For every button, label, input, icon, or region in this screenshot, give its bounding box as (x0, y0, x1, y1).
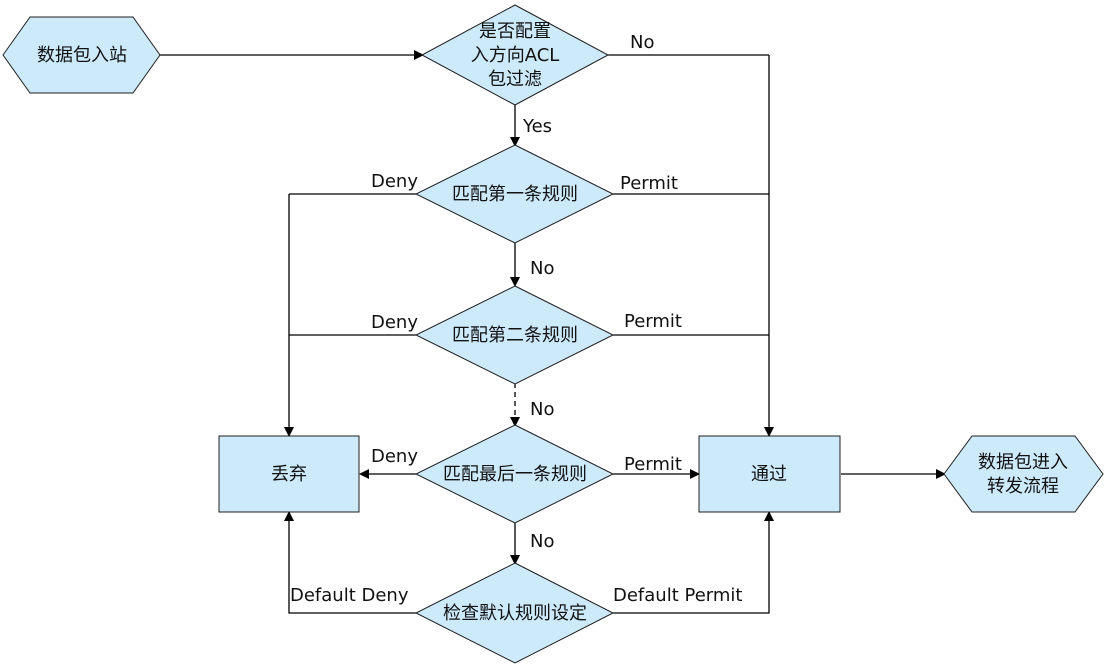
acl-config-label-line3: 包过滤 (488, 69, 542, 90)
forward-node (943, 435, 1104, 513)
rule2-deny-label: Deny (371, 312, 418, 333)
rule1-label: 匹配第一条规则 (452, 184, 578, 205)
pass-box (698, 435, 841, 513)
last-rule-label: 匹配最后一条规则 (443, 464, 587, 485)
rule2-decision (414, 285, 615, 385)
start-node (2, 16, 161, 94)
last-deny-label: Deny (371, 446, 418, 467)
default-deny-label: Default Deny (290, 585, 409, 606)
last-no-label: No (530, 531, 554, 552)
acl-config-label-line2: 入方向ACL (471, 45, 560, 66)
acl-config-decision (420, 4, 610, 106)
forward-label-line1: 数据包进入 (978, 452, 1068, 473)
default-rule-label: 检查默认规则设定 (443, 603, 587, 624)
drop-box (218, 435, 360, 513)
last-permit-label: Permit (624, 454, 682, 475)
default-rule-decision (414, 562, 615, 664)
acl-no-label: No (630, 32, 654, 53)
last-rule-decision (414, 424, 615, 524)
default-permit-arrow (613, 511, 774, 614)
start-node-label: 数据包入站 (37, 45, 127, 66)
default-permit-label: Default Permit (613, 585, 742, 606)
drop-label: 丢弃 (271, 464, 307, 485)
forward-label-line2: 转发流程 (987, 476, 1059, 497)
acl-config-label-line1: 是否配置 (479, 21, 551, 42)
acl-yes-label: Yes (522, 116, 552, 137)
default-deny-arrow (284, 511, 416, 614)
rule1-permit-label: Permit (620, 173, 678, 194)
rule2-no-label: No (530, 399, 554, 420)
rule1-decision (414, 144, 615, 244)
rule1-no-label: No (530, 258, 554, 279)
pass-label: 通过 (751, 464, 787, 485)
rule2-label: 匹配第二条规则 (452, 325, 578, 346)
rule1-deny-label: Deny (371, 171, 418, 192)
rule2-permit-label: Permit (624, 311, 682, 332)
